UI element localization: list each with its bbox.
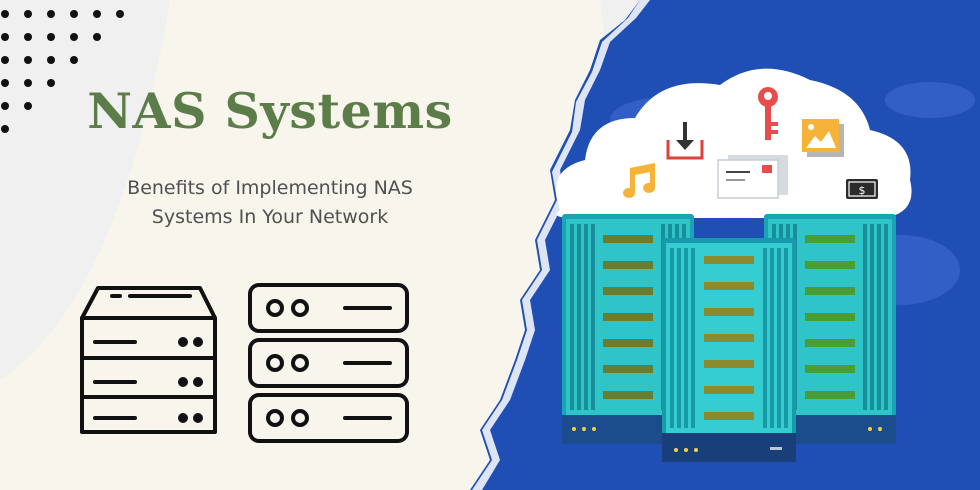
download-icon [666, 122, 704, 160]
key-icon [758, 87, 778, 140]
mail-icon [717, 155, 788, 199]
subtitle: Benefits of Implementing NAS Systems In … [70, 174, 470, 232]
cloud-icon [555, 68, 912, 218]
subtitle-line-1: Benefits of Implementing NAS [127, 177, 413, 199]
subtitle-line-2: Systems In Your Network [151, 206, 389, 228]
page-title: NAS Systems [87, 82, 453, 140]
image-icon [802, 119, 844, 157]
money-icon: $ [846, 179, 878, 199]
music-note-icon [623, 163, 655, 198]
nas-server-outline-icon [80, 286, 217, 434]
rack-server-outline-icon [248, 283, 409, 443]
svg-text:$: $ [859, 184, 866, 197]
server-rack-icon [562, 214, 896, 462]
dots-pattern [1, 10, 124, 133]
